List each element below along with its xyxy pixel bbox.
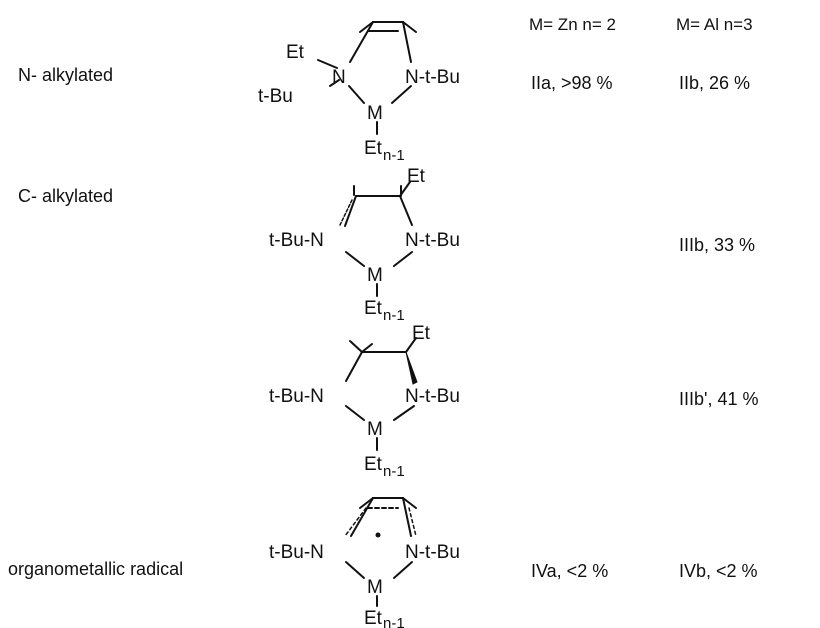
wedge-bond (405, 351, 418, 385)
atom-et: Et (286, 42, 305, 63)
atom-et-sub: n-1 (383, 307, 405, 324)
result-IIIb: IIIb, 33 % (679, 235, 756, 255)
atom-m: M (367, 265, 383, 286)
atom-et-sub: n-1 (383, 615, 405, 628)
atom-n: N (332, 67, 346, 88)
structure-c-alkylated-a (339, 181, 413, 297)
atom-et: Et (412, 323, 431, 344)
radical-dot (375, 532, 381, 538)
atom-et: Et (407, 166, 426, 187)
header-zn: M= Zn n= 2 (529, 15, 616, 34)
atom-m: M (367, 103, 383, 124)
result-IVb: IVb, <2 % (679, 561, 758, 581)
atom-et-base: Et (364, 298, 383, 319)
label-c-alkylated: C- alkylated (18, 186, 114, 206)
atom-et-base: Et (364, 608, 383, 628)
structure-n-alkylated (317, 21, 417, 135)
atom-et-sub: n-1 (383, 463, 405, 480)
atom-n-tbu: N-t-Bu (405, 67, 460, 88)
atom-m: M (367, 419, 383, 440)
header-al: M= Al n=3 (676, 15, 753, 34)
structure-organometallic-radical (344, 497, 417, 607)
atom-tbu-n: t-Bu-N (269, 542, 324, 563)
atom-n-tbu: N-t-Bu (405, 230, 460, 251)
atom-tbu-n: t-Bu-N (269, 386, 324, 407)
label-n-alkylated: N- alkylated (18, 65, 114, 85)
result-IIa: IIa, >98 % (531, 73, 613, 93)
atom-et-base: Et (364, 454, 383, 475)
atom-tbu: t-Bu (258, 86, 293, 107)
result-IVa: IVa, <2 % (531, 561, 609, 581)
atom-tbu-n: t-Bu-N (269, 230, 324, 251)
atom-m: M (367, 577, 383, 598)
atom-et-base: Et (364, 138, 383, 159)
structure-c-alkylated-b (345, 337, 417, 451)
result-IIb: IIb, 26 % (679, 73, 751, 93)
label-organometallic-radical: organometallic radical (8, 559, 184, 579)
atom-n-tbu: N-t-Bu (405, 542, 460, 563)
atom-n-tbu: N-t-Bu (405, 386, 460, 407)
atom-et-sub: n-1 (383, 147, 405, 164)
result-IIIb-prime: IIIb', 41 % (679, 389, 759, 409)
